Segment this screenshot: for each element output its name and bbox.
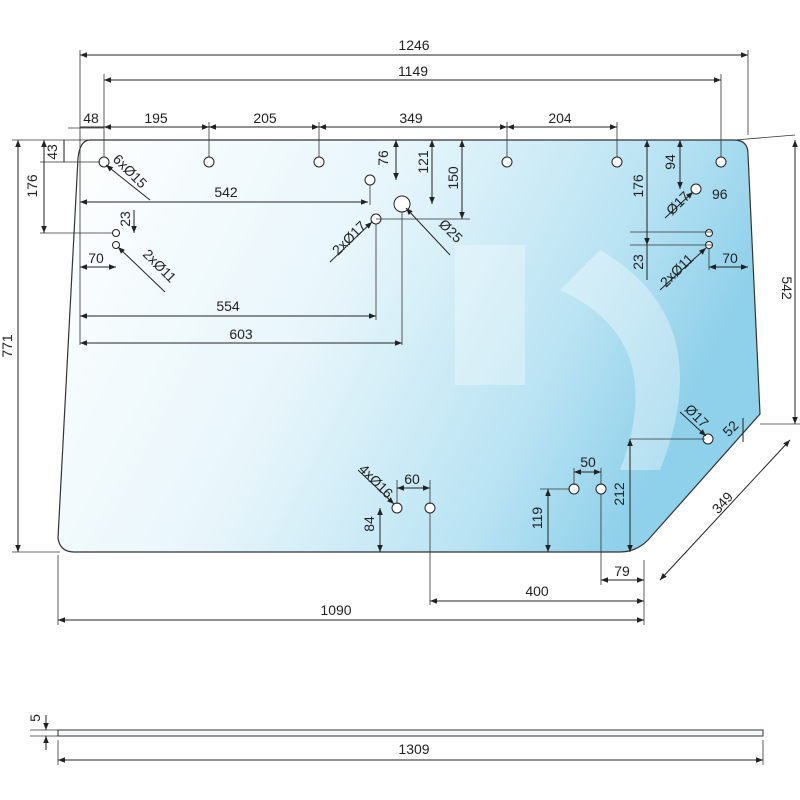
- hole: [203, 156, 215, 168]
- label-212: 212: [611, 482, 627, 506]
- hole: [690, 183, 702, 195]
- label-48: 48: [83, 110, 99, 126]
- label-overall-width: 1246: [398, 37, 429, 53]
- label-23-left: 23: [117, 211, 133, 227]
- label-204: 204: [548, 110, 572, 126]
- label-603: 603: [229, 326, 253, 342]
- side-view-panel: [57, 729, 764, 737]
- label-side-length-1309: 1309: [398, 741, 429, 757]
- label-205: 205: [253, 110, 277, 126]
- side-view: [30, 715, 764, 765]
- dimension-lines: [15, 52, 798, 623]
- label-542-horizontal: 542: [214, 184, 238, 200]
- label-349-diagonal: 349: [709, 488, 737, 516]
- label-79: 79: [614, 563, 630, 579]
- watermark-shape: [560, 250, 680, 470]
- hole: [595, 483, 607, 495]
- label-23-right: 23: [630, 254, 646, 270]
- hole: [391, 502, 403, 514]
- hole: [705, 229, 713, 237]
- label-70-right: 70: [722, 250, 738, 266]
- hole: [98, 156, 110, 168]
- hole: [112, 229, 120, 237]
- glass-pane: [57, 139, 761, 553]
- hole: [112, 241, 120, 249]
- label-94: 94: [662, 154, 678, 170]
- label-176-right: 176: [630, 174, 646, 198]
- label-70-left: 70: [88, 250, 104, 266]
- label-400: 400: [525, 583, 549, 599]
- label-76: 76: [375, 150, 391, 166]
- label-150: 150: [445, 166, 461, 190]
- label-thickness-5: 5: [27, 714, 43, 722]
- label-119: 119: [529, 507, 545, 530]
- watermark-bar: [455, 245, 525, 385]
- label-50: 50: [580, 454, 596, 470]
- label-121: 121: [415, 150, 431, 174]
- label-84: 84: [361, 516, 377, 532]
- label-43: 43: [44, 144, 60, 160]
- label-195: 195: [144, 110, 168, 126]
- hole: [424, 502, 436, 514]
- hole: [313, 156, 325, 168]
- hole: [364, 174, 376, 186]
- label-542-vertical: 542: [779, 276, 795, 300]
- hole: [715, 156, 727, 168]
- hole: [501, 156, 513, 168]
- label-771: 771: [0, 334, 15, 358]
- label-1090: 1090: [320, 602, 351, 618]
- label-176-left: 176: [24, 174, 40, 198]
- label-96: 96: [712, 186, 728, 202]
- label-554: 554: [216, 298, 240, 314]
- label-349-top: 349: [399, 110, 423, 126]
- hole: [568, 483, 580, 495]
- hole: [611, 156, 623, 168]
- label-hole-span: 1149: [398, 63, 428, 79]
- label-60: 60: [404, 471, 420, 487]
